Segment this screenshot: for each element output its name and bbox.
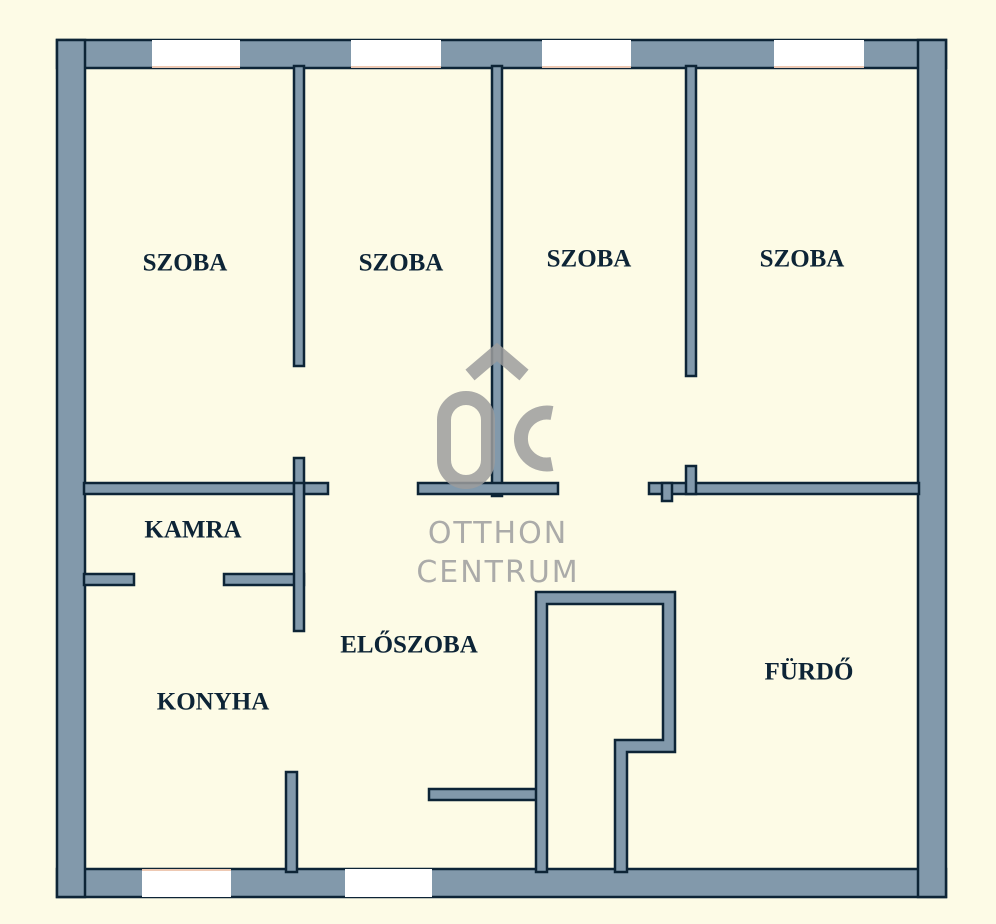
window-kitchen: [142, 869, 231, 897]
logo-text-line2: CENTRUM: [416, 555, 579, 590]
wall-h-left: [82, 481, 330, 496]
window-3: [542, 40, 631, 68]
wall-stub-right: [684, 464, 698, 496]
wall-room3-room4: [684, 64, 698, 378]
top-windows: [152, 40, 864, 68]
wall-h-right: [647, 481, 921, 496]
wall-kamra-hall: [292, 481, 306, 633]
room-label-szoba-3: SZOBA: [547, 246, 632, 273]
room-labels: SZOBA SZOBA SZOBA SZOBA KAMRA ELŐSZOBA K…: [143, 246, 854, 716]
wall-hall-stub: [427, 787, 539, 802]
room-label-szoba-1: SZOBA: [143, 250, 228, 277]
room-label-szoba-2: SZOBA: [359, 250, 444, 277]
wall-room1-room2: [292, 64, 306, 368]
oc-monogram-icon: [437, 342, 554, 489]
logo-text-line1: OTTHON: [428, 516, 568, 551]
bottom-openings: [142, 869, 432, 897]
wall-room2-room3: [490, 64, 504, 498]
wall-closet: [534, 590, 677, 874]
wall-stub-bath: [660, 481, 674, 503]
room-label-eloszoba: ELŐSZOBA: [340, 630, 478, 659]
otthon-centrum-logo: OTTHON CENTRUM: [416, 342, 579, 590]
room-label-furdo: FÜRDŐ: [765, 657, 854, 686]
window-1: [152, 40, 240, 68]
room-label-szoba-4: SZOBA: [760, 246, 845, 273]
window-2: [351, 40, 441, 68]
wall-h-mid: [416, 481, 560, 496]
window-4: [774, 40, 864, 68]
outer-wall-right: [916, 38, 948, 899]
wall-kamra-bottom-right: [222, 572, 306, 587]
entrance-door: [345, 869, 432, 897]
room-label-kamra: KAMRA: [144, 517, 241, 544]
wall-kitchen-stub: [284, 770, 299, 874]
wall-kamra-bottom-left: [82, 572, 136, 587]
interior-walls: [82, 64, 921, 874]
room-label-konyha: KONYHA: [157, 689, 270, 716]
outer-wall-left: [55, 38, 87, 899]
